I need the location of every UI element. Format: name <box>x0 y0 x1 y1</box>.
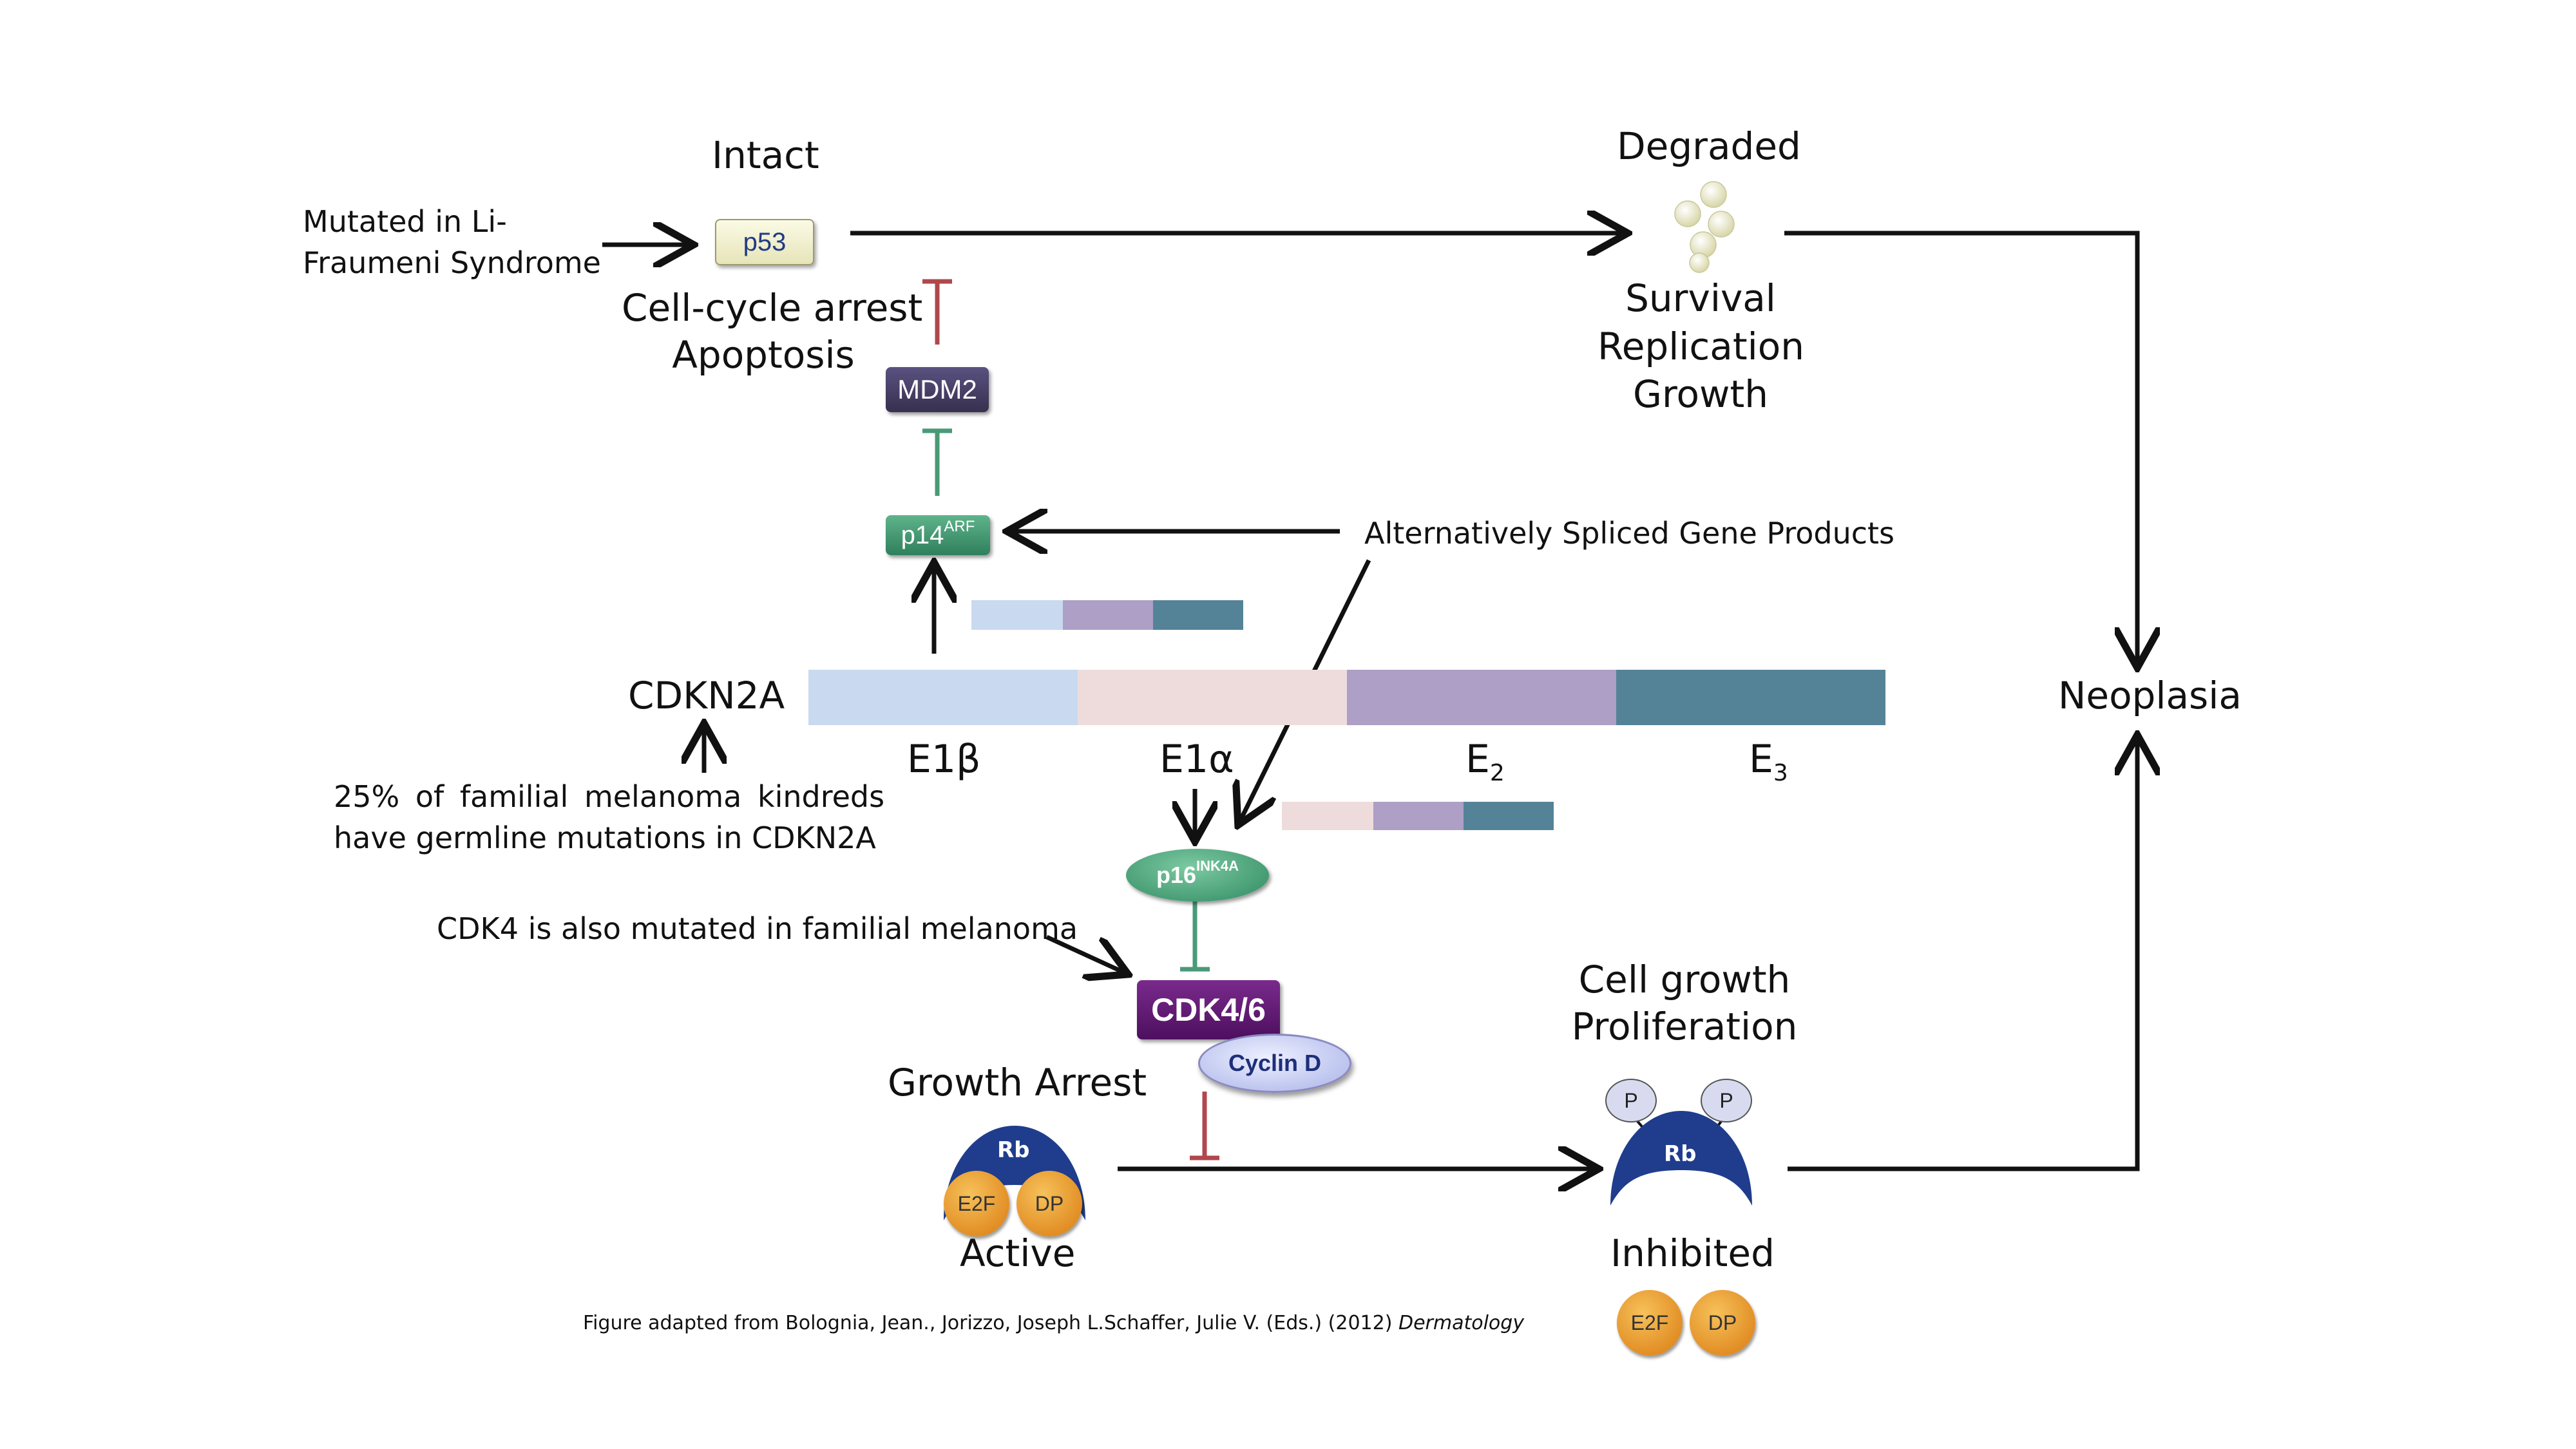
exon-e2-block <box>1347 670 1616 725</box>
degraded-protein-fragments-icon <box>1674 181 1735 273</box>
label-cell-cycle-arrest-apoptosis: Cell-cycle arrest Apoptosis <box>622 286 923 377</box>
exon-e1a-block <box>1078 670 1347 725</box>
cdk46-protein: CDK4/6 <box>1137 980 1280 1039</box>
e2f-free: E2F <box>1617 1290 1683 1356</box>
p53-protein: p53 <box>715 219 814 265</box>
label-familial-melanoma: 25% of familial melanoma kindreds have g… <box>334 779 885 856</box>
mdm2-protein: MDM2 <box>886 367 989 412</box>
phosphate-2: P <box>1701 1079 1752 1122</box>
citation: Figure adapted from Bolognia, Jean., Jor… <box>583 1312 1525 1334</box>
label-inhibited: Inhibited <box>1610 1231 1775 1275</box>
label-mutated-li-fraumeni: Mutated in Li- Fraumeni Syndrome <box>303 204 601 281</box>
arrow-cdk4-note-to-cdk46 <box>1045 934 1124 972</box>
phosphate-1: P <box>1605 1079 1657 1122</box>
exon-label-e3: E3 <box>1749 737 1788 787</box>
label-alt-spliced: Alternatively Spliced Gene Products <box>1364 516 1895 551</box>
label-survival-replication-growth: Survival Replication Growth <box>1598 276 1804 417</box>
p16-transcript-e2 <box>1373 802 1464 830</box>
label-cell-growth-proliferation: Cell growth Proliferation <box>1571 958 1798 1048</box>
label-cdkn2a: CDKN2A <box>628 674 785 717</box>
p16-transcript-e3 <box>1464 802 1554 830</box>
dp-active: DP <box>1016 1171 1082 1236</box>
p14-transcript-e1b <box>971 600 1063 630</box>
label-neoplasia: Neoplasia <box>2058 674 2242 717</box>
exon-e3-block <box>1616 670 1885 725</box>
exon-label-e2: E2 <box>1465 737 1505 787</box>
rb-inhibited-label: Rb <box>1664 1141 1697 1167</box>
exon-label-e1a: E1α <box>1159 737 1234 782</box>
exon-e1b-block <box>808 670 1078 725</box>
label-degraded: Degraded <box>1617 124 1801 168</box>
exon-label-e1b: E1β <box>907 737 981 782</box>
cyclin-d-protein: Cyclin D <box>1198 1034 1351 1093</box>
dp-free: DP <box>1690 1290 1755 1356</box>
label-cdk4-mutated: CDK4 is also mutated in familial melanom… <box>437 911 1078 946</box>
p16-transcript-e1a <box>1282 802 1373 830</box>
rb-active-label: Rb <box>997 1137 1030 1163</box>
p14-transcript-e3 <box>1153 600 1243 630</box>
label-active: Active <box>960 1231 1076 1275</box>
arrow-degraded-to-neoplasia <box>1784 231 2137 663</box>
e2f-active: E2F <box>944 1171 1009 1236</box>
rb-inhibited-shape <box>1610 1111 1752 1206</box>
p14-transcript-e2 <box>1063 600 1153 630</box>
arrow-inhibited-to-neoplasia <box>1788 739 2137 1171</box>
rb-active-shape <box>944 1126 1085 1220</box>
label-intact: Intact <box>712 133 819 177</box>
label-growth-arrest: Growth Arrest <box>888 1061 1147 1104</box>
